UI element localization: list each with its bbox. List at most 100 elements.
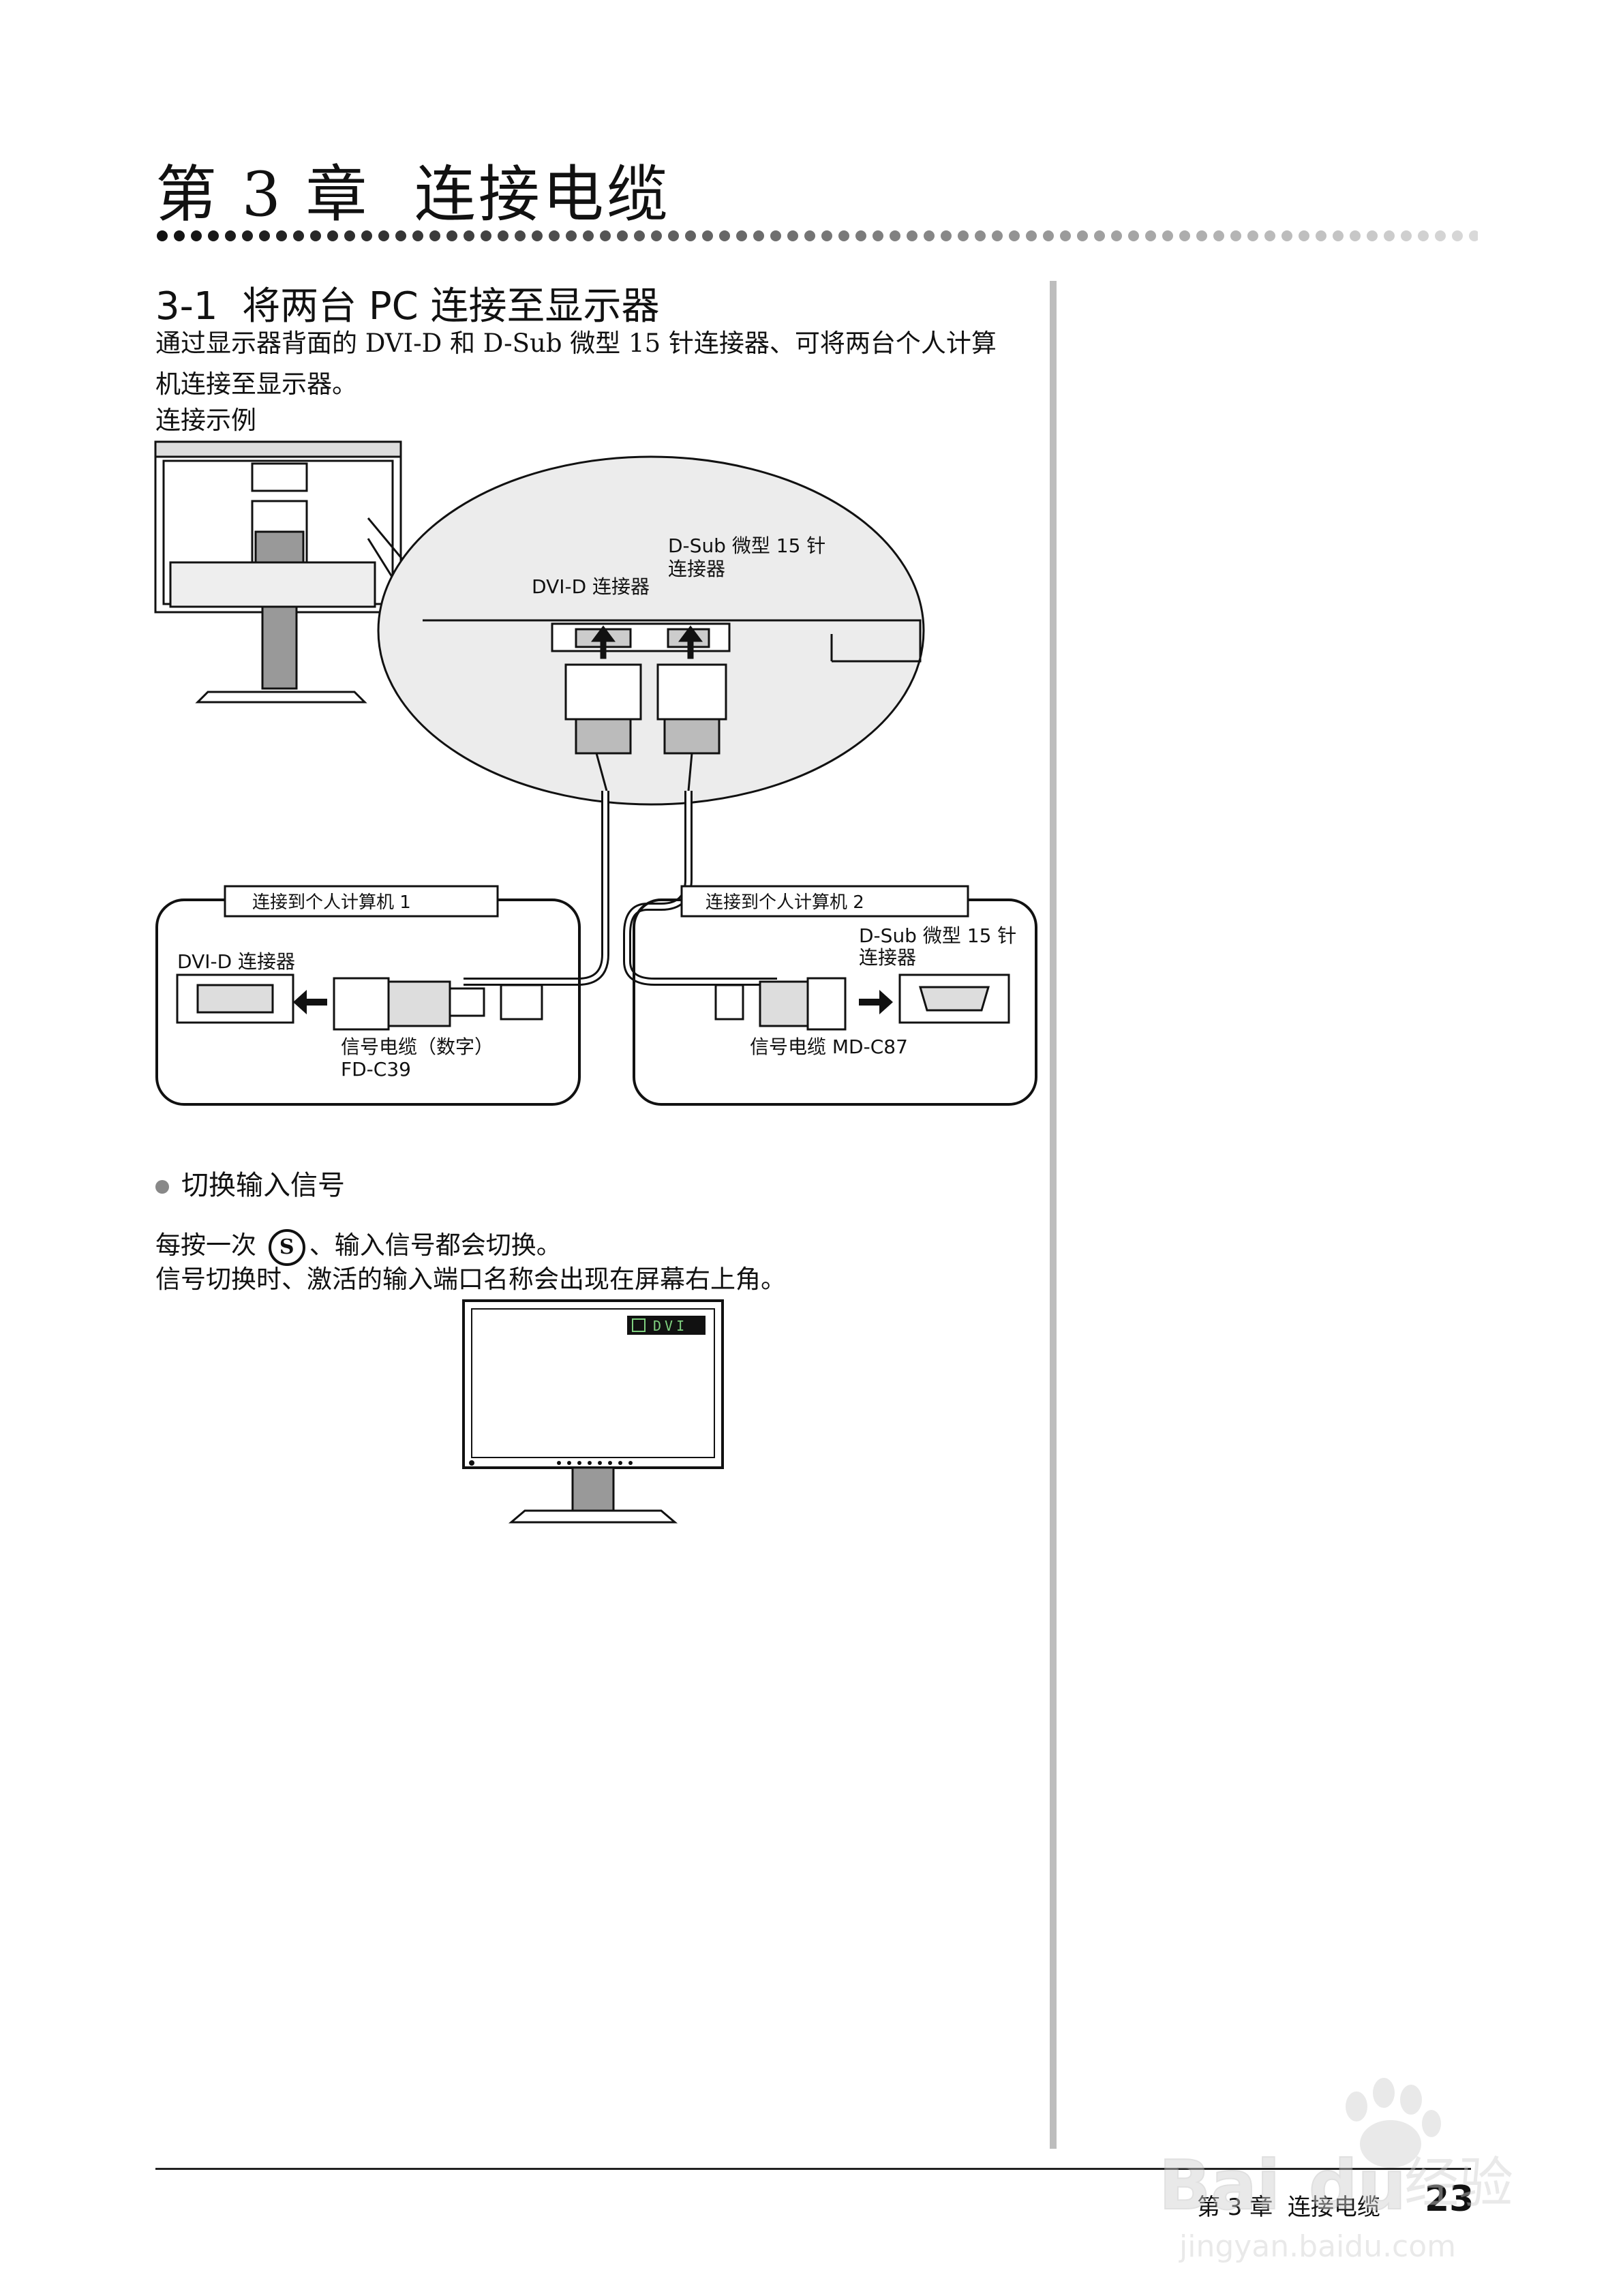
- rule-dot: [1077, 230, 1088, 241]
- rule-dot: [191, 230, 202, 241]
- rule-dot: [378, 230, 389, 241]
- watermark-text-jingyan: 经验: [1404, 2151, 1513, 2215]
- page-number: 23: [1425, 2179, 1474, 2220]
- rule-dot: [1179, 230, 1190, 241]
- rule-dot: [293, 230, 304, 241]
- subheading-text: 切换输入信号: [181, 1170, 345, 1201]
- rule-dot: [634, 230, 645, 241]
- rule-dot: [651, 230, 662, 241]
- rule-dot: [549, 230, 560, 241]
- rule-dot: [1043, 230, 1054, 241]
- switch-instruction-line-1: 每按一次 S、输入信号都会切换。: [155, 1224, 562, 1266]
- watermark-url: jingyan.baidu.com: [1179, 2229, 1456, 2264]
- rule-dot: [1281, 230, 1292, 241]
- rule-dot: [498, 230, 509, 241]
- watermark-text-bai: Bai: [1159, 2145, 1280, 2225]
- bullet-dot-icon: [155, 1180, 169, 1194]
- pc2-connector-label-2: 连接器: [859, 946, 916, 969]
- rule-dot: [907, 230, 917, 241]
- rule-dot: [446, 230, 457, 241]
- rule-dot: [736, 230, 747, 241]
- rule-dot: [1230, 230, 1241, 241]
- rule-dot: [1401, 230, 1412, 241]
- rule-dot: [1418, 230, 1429, 241]
- rule-dot: [617, 230, 628, 241]
- rule-dot: [1247, 230, 1258, 241]
- rule-dot: [481, 230, 491, 241]
- rule-dot: [225, 230, 236, 241]
- pc2-box-title: 连接到个人计算机 2: [706, 892, 864, 913]
- rule-dot: [242, 230, 253, 241]
- rule-dot: [958, 230, 969, 241]
- rule-dot: [753, 230, 764, 241]
- rule-dot: [395, 230, 406, 241]
- rule-dot: [1162, 230, 1173, 241]
- monitor-front-illustration: DVI: [462, 1299, 724, 1524]
- rule-dot: [532, 230, 543, 241]
- rule-dot: [1452, 230, 1463, 241]
- rule-dot: [412, 230, 423, 241]
- intro-line-1: 通过显示器背面的 DVI-D 和 D-Sub 微型 15 针连接器、可将两台个人…: [155, 329, 997, 358]
- intro-paragraph: 通过显示器背面的 DVI-D 和 D-Sub 微型 15 针连接器、可将两台个人…: [155, 323, 1042, 405]
- switch-instruction-line-2: 信号切换时、激活的输入端口名称会出现在屏幕右上角。: [155, 1265, 786, 1294]
- front-buttons-row: [469, 1460, 633, 1466]
- dsub-connector-label-1: D-Sub 微型 15 针: [668, 534, 825, 557]
- rule-dot: [344, 230, 355, 241]
- chapter-title: 第 3 章 连接电缆: [155, 159, 671, 230]
- rule-dot: [1435, 230, 1446, 241]
- rule-dot: [1316, 230, 1326, 241]
- rule-dot: [1350, 230, 1361, 241]
- pc1-arrow-icon: [293, 990, 327, 1014]
- monitor-rear-illustration: [154, 440, 402, 704]
- rule-dot: [600, 230, 611, 241]
- rule-dot: [890, 230, 900, 241]
- rule-dot: [208, 230, 219, 241]
- input-indicator-glyph-icon: [632, 1318, 646, 1332]
- section-title: 3-1 将两台 PC 连接至显示器: [155, 284, 660, 329]
- pc1-cable-label-2: FD-C39: [341, 1058, 411, 1081]
- rule-dot: [975, 230, 986, 241]
- pc2-cable-label: 信号电缆 MD-C87: [750, 1036, 908, 1058]
- rule-dot: [1060, 230, 1071, 241]
- rule-dot: [719, 230, 730, 241]
- rule-dot: [259, 230, 270, 241]
- rule-dot: [1145, 230, 1156, 241]
- dsub-connector-label-2: 连接器: [668, 558, 725, 580]
- pc1-cable-plug: [333, 977, 543, 1031]
- pc2-cable-plug: [714, 977, 847, 1031]
- watermark-text-du: du: [1309, 2145, 1406, 2225]
- rule-dot: [685, 230, 696, 241]
- pc1-box-title: 连接到个人计算机 1: [252, 892, 411, 913]
- rule-dot: [1196, 230, 1207, 241]
- baidu-jingyan-watermark: Bai du 经验 jingyan.baidu.com: [1158, 2078, 1513, 2264]
- rule-dot: [787, 230, 798, 241]
- rule-dot: [174, 230, 185, 241]
- screen-indicator-text: DVI: [653, 1318, 688, 1334]
- pc1-dvi-port-icon: [176, 973, 294, 1024]
- rule-dot: [821, 230, 832, 241]
- rule-dot: [515, 230, 526, 241]
- rule-dot: [1333, 230, 1344, 241]
- switch-text-after: 、输入信号都会切换。: [309, 1230, 562, 1260]
- pc1-connector-label: DVI-D 连接器: [177, 950, 295, 973]
- intro-line-2: 机连接至显示器。: [155, 369, 357, 399]
- rule-dot: [838, 230, 849, 241]
- rule-dot: [583, 230, 594, 241]
- rule-dot: [1299, 230, 1309, 241]
- rule-dot: [157, 230, 168, 241]
- pc1-cable-label-1: 信号电缆（数字）: [341, 1036, 494, 1058]
- switch-text-before: 每按一次: [155, 1230, 264, 1260]
- pc2-dsub-port-icon: [898, 973, 1010, 1024]
- footer-chapter-label: 第 3 章 连接电缆: [1197, 2194, 1380, 2221]
- rule-dot: [873, 230, 883, 241]
- subheading-switch-input: 切换输入信号: [155, 1163, 345, 1203]
- rule-dot: [1367, 230, 1378, 241]
- rule-dot: [668, 230, 679, 241]
- pc2-connector-label-1: D-Sub 微型 15 针: [859, 924, 1016, 947]
- rule-dot: [804, 230, 815, 241]
- rule-dot: [276, 230, 287, 241]
- dvi-plug: [564, 625, 642, 791]
- rule-dot: [1128, 230, 1139, 241]
- rule-dot: [310, 230, 321, 241]
- rule-dot: [941, 230, 952, 241]
